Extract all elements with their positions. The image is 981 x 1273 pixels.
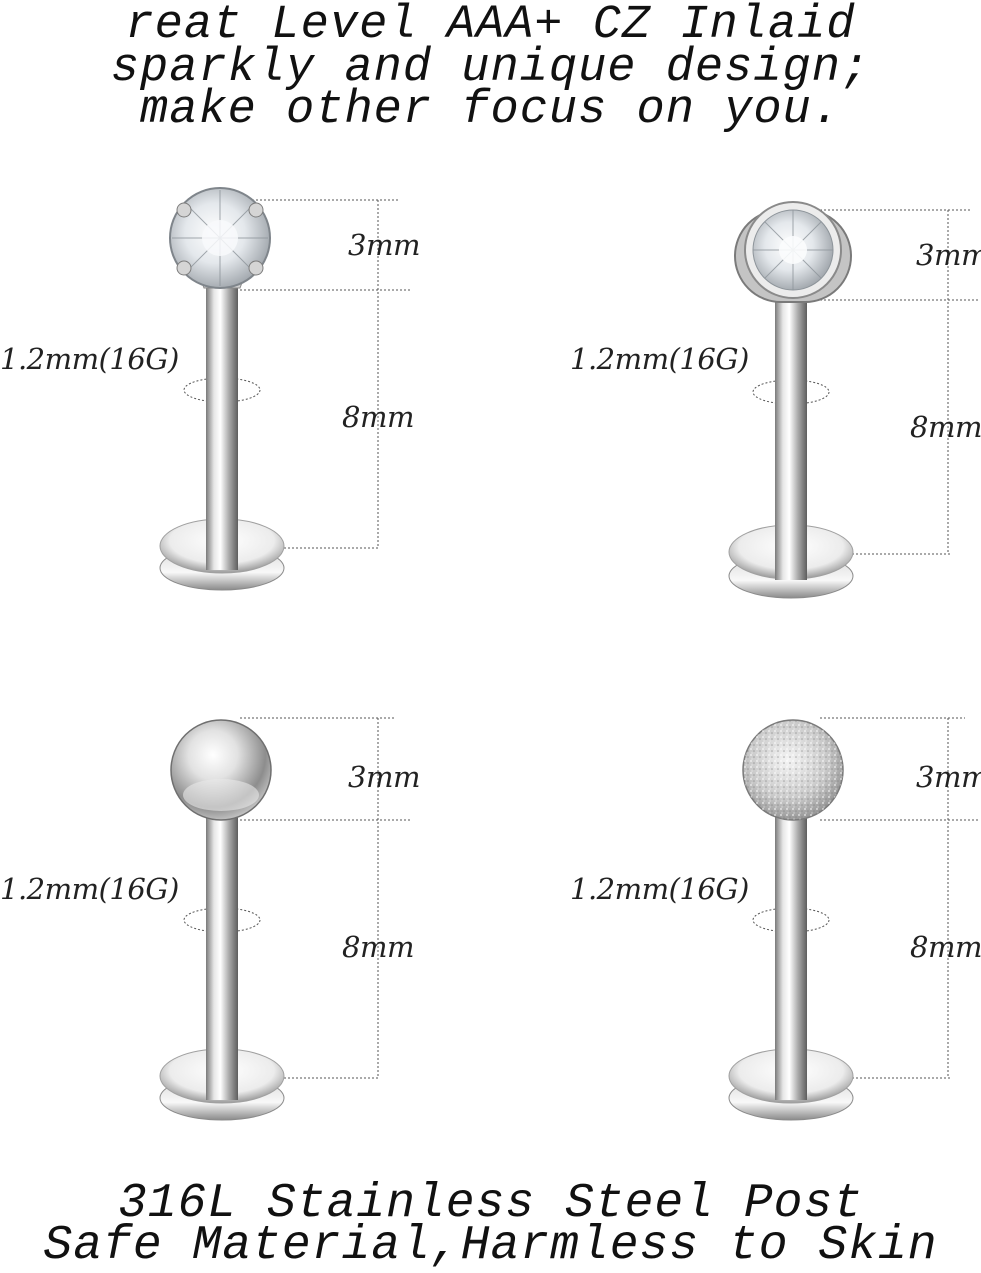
- post-length-label: 8mm: [910, 930, 981, 964]
- gauge-label: 1.2mm(16G): [570, 342, 749, 376]
- labret-frosted-ball: 3mm 8mm 1.2mm(16G): [570, 700, 981, 1200]
- post-length-label: 8mm: [342, 930, 414, 964]
- gauge-label: 1.2mm(16G): [0, 342, 179, 376]
- post-length-label: 8mm: [342, 400, 414, 434]
- gauge-label: 1.2mm(16G): [570, 872, 749, 906]
- footer-line-2: Safe Material,Harmless to Skin: [43, 1219, 938, 1273]
- labret-polished-ball: 3mm 8mm 1.2mm(16G): [0, 700, 490, 1200]
- head-size-label: 3mm: [348, 228, 420, 262]
- header-line-3: make other focus on you.: [140, 84, 841, 137]
- head-size-label: 3mm: [916, 238, 981, 272]
- head-size-label: 3mm: [348, 760, 420, 794]
- labret-illustration: [159, 187, 410, 591]
- footer-line-1: 316L Stainless Steel Post: [117, 1177, 864, 1231]
- labret-prong-set-cz: 3mm 8mm 1.2mm(16G): [0, 170, 490, 670]
- post-length-label: 8mm: [910, 410, 981, 444]
- header-line-1: reat Level AAA+ CZ Inlaid: [125, 0, 856, 52]
- head-size-label: 3mm: [916, 760, 981, 794]
- labret-illustration: [728, 717, 980, 1121]
- labret-illustration: [728, 201, 980, 599]
- labret-bezel-set-cz: 3mm 8mm 1.2mm(16G): [570, 180, 981, 680]
- header-line-2: sparkly and unique design;: [110, 42, 871, 95]
- labret-illustration: [159, 717, 410, 1121]
- gauge-label: 1.2mm(16G): [0, 872, 179, 906]
